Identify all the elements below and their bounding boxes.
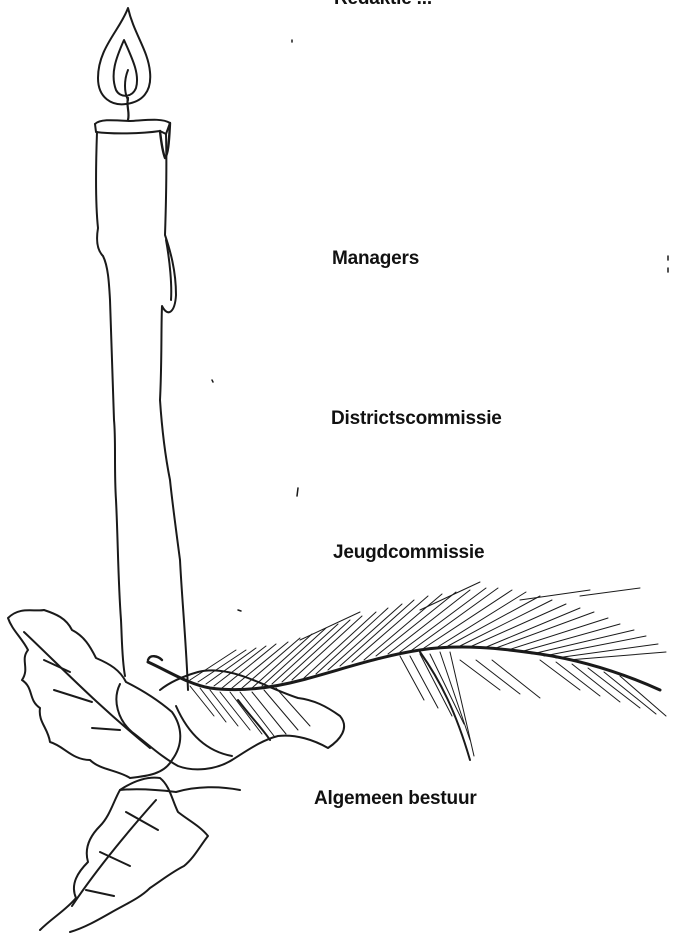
label-jeugdcommissie: Jeugdcommissie [333, 542, 484, 564]
candle-top [95, 120, 170, 158]
flame-icon [98, 8, 150, 104]
label-districtscommissie: Districtscommissie [331, 408, 502, 430]
candle-body [96, 132, 188, 690]
label-algemeen-bestuur: Algemeen bestuur [314, 788, 477, 810]
stray-marks [212, 40, 668, 611]
label-managers: Managers [332, 248, 419, 270]
label-top-cut: Redaktie ... [334, 0, 432, 10]
holly-leaves [8, 610, 344, 932]
wick [127, 98, 128, 120]
